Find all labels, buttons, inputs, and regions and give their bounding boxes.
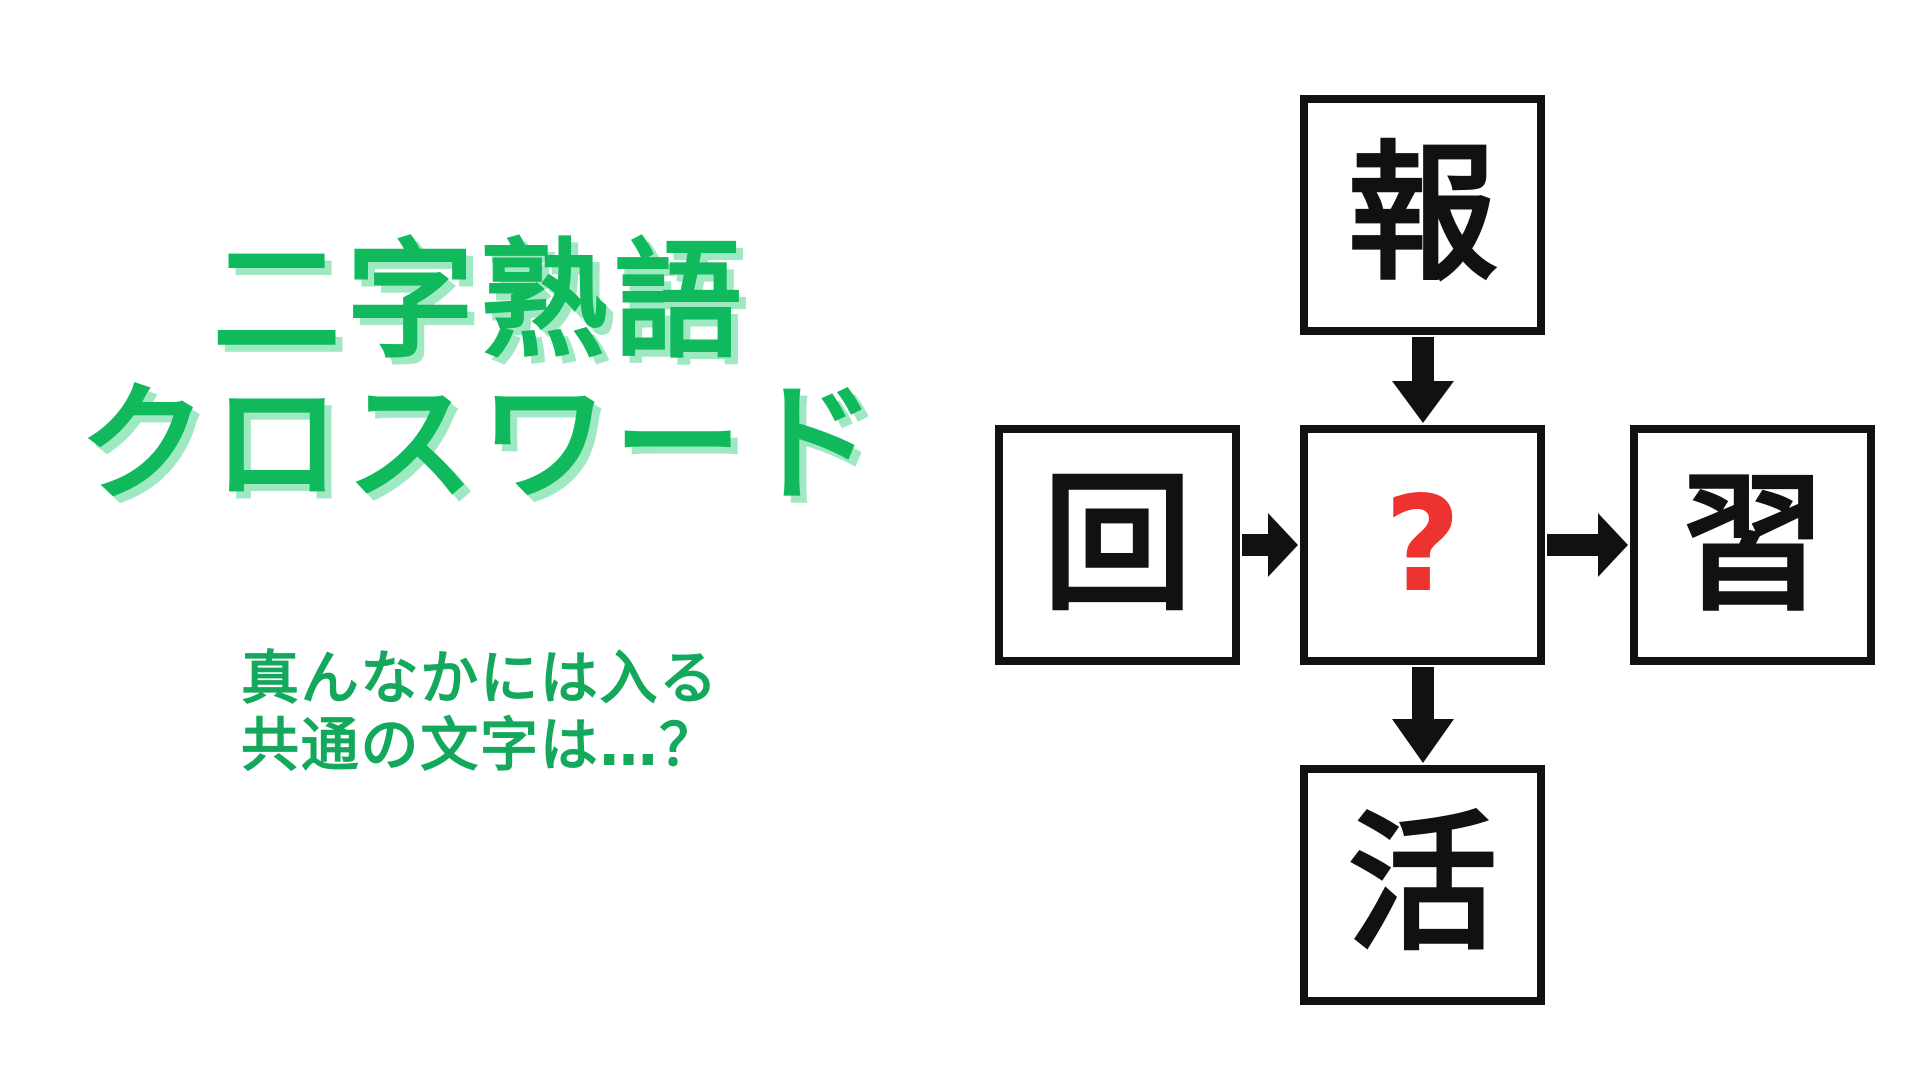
puzzle-cell-top: 報 [1300, 95, 1545, 335]
puzzle-cell-top-label: 報 [1347, 128, 1498, 302]
subtitle-line-1: 真んなかには入る [241, 644, 719, 712]
puzzle-cell-left-label: 回 [1042, 458, 1193, 632]
title-line-2: クロスワード [78, 370, 882, 520]
crossword-diagram: 報 回 ? 習 活 [960, 0, 1920, 1080]
puzzle-cell-right-label: 習 [1677, 458, 1828, 632]
arrow-right-icon [1242, 513, 1298, 577]
title-block: 二字熟語 クロスワード [0, 230, 960, 517]
puzzle-cell-right: 習 [1630, 425, 1875, 665]
puzzle-cell-bottom-label: 活 [1347, 798, 1498, 972]
subtitle-line-2: 共通の文字は…？ [241, 711, 719, 780]
puzzle-cell-left: 回 [995, 425, 1240, 665]
puzzle-cell-center[interactable]: ? [1300, 425, 1545, 665]
puzzle-cell-bottom: 活 [1300, 765, 1545, 1005]
arrow-down-icon [1392, 337, 1454, 423]
subtitle-block: 真んなかには入る 共通の文字は…？ [0, 644, 960, 780]
title-line-1: 二字熟語 [212, 227, 748, 376]
arrow-right-icon [1547, 513, 1628, 577]
arrow-down-icon [1392, 667, 1454, 763]
puzzle-cell-center-label: ? [1384, 468, 1461, 622]
